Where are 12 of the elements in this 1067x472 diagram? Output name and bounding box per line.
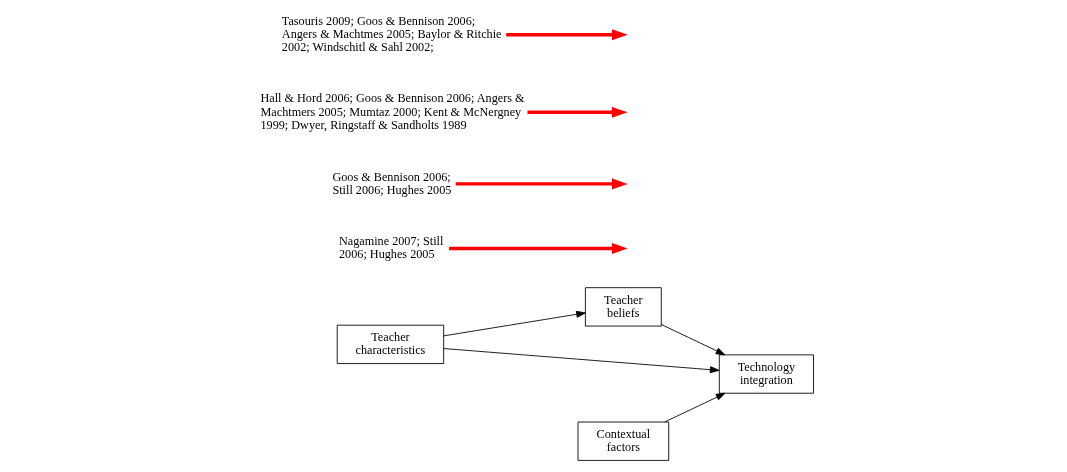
node-text: Hall & Hord 2006; Goos & Bennison 2006; Angers & Machtmers 2005; Mumtaz 2000; Kent & McNergney 1999; Dwyer, Ringstaff & Sandholts 1989 (260, 91, 525, 132)
node-box: Teacher characteristics (336, 324, 445, 364)
node-box: Contextual factors (577, 421, 670, 461)
arrow (664, 392, 726, 423)
node-text: Tasouris 2009; Goos & Bennison 2006; Angers & Machtmes 2005; Baylor & Ritchie 2002; Windschitl & Sahl 2002; (281, 13, 502, 55)
node-text: Nagamine 2007; Still 2006; Hughes 2005 (338, 234, 444, 262)
arrow (443, 348, 720, 374)
node-text: Goos & Bennison 2006; Still 2006; Hughes 2005 (332, 169, 452, 197)
node-box: Teacher beliefs (584, 287, 662, 327)
node-box: Technology integration (718, 354, 814, 394)
arrow (443, 310, 586, 337)
arrow (660, 324, 726, 356)
